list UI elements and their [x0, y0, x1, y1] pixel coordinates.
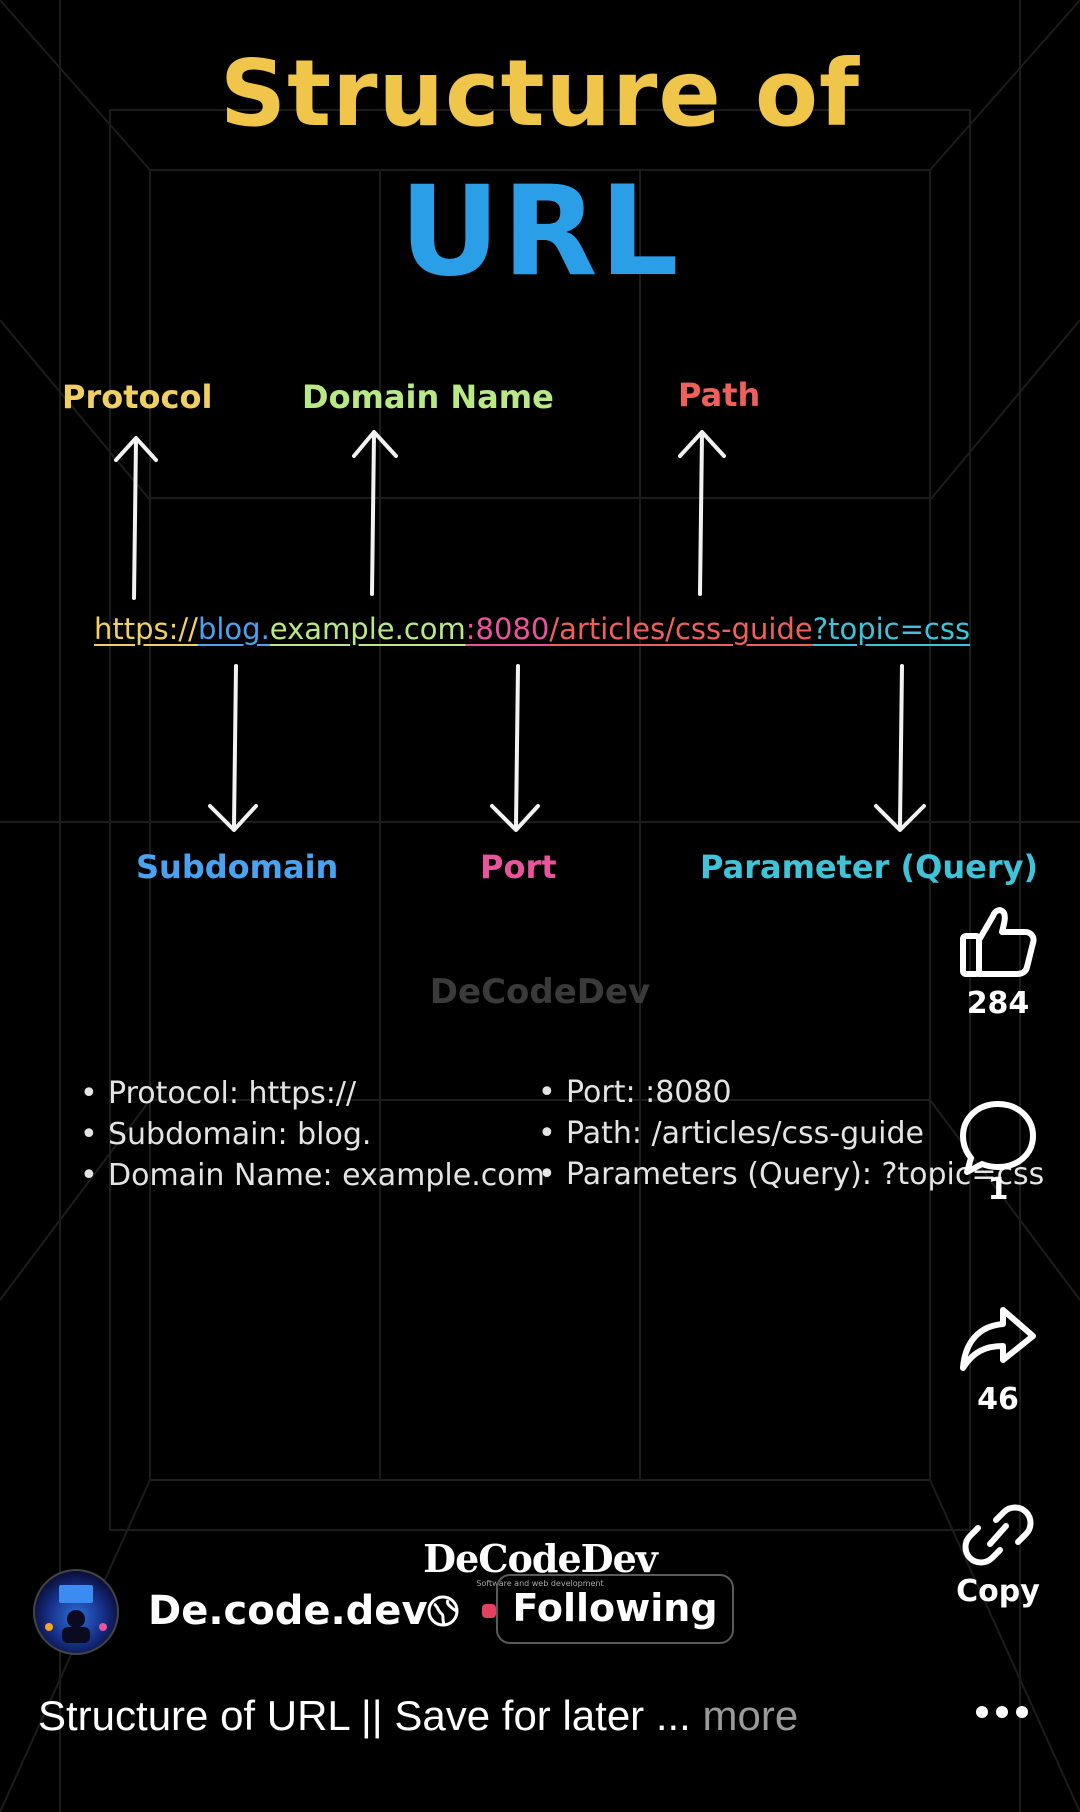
url-port: :8080: [465, 612, 550, 646]
more-dots-icon[interactable]: [974, 1704, 1030, 1720]
example-url: https://blog.example.com:8080/articles/c…: [94, 612, 970, 646]
label-protocol: Protocol: [62, 378, 213, 416]
video-title-line1: Structure of: [219, 40, 861, 147]
copy-link-button[interactable]: Copy: [938, 1500, 1058, 1609]
list-item: Port: :8080: [538, 1072, 1044, 1113]
brand-tagline: Software and web development: [476, 1579, 604, 1588]
arrow-up-protocol-icon: [114, 436, 158, 600]
url-query: ?topic=css: [812, 612, 971, 646]
bullet-list-right: Port: :8080 Path: /articles/css-guide Pa…: [538, 1072, 1044, 1195]
arrow-down-query-icon: [874, 664, 926, 832]
arrow-up-path-icon: [678, 430, 726, 596]
brand-logo: DeCodeDev: [423, 1536, 658, 1581]
url-path: /articles/css-guide: [549, 612, 813, 646]
thumbs-up-icon: [960, 907, 1037, 977]
author-username[interactable]: De.code.dev: [148, 1588, 428, 1634]
url-subdomain: blog.: [197, 612, 270, 646]
arrow-down-subdomain-icon: [208, 664, 258, 832]
label-port: Port: [480, 848, 557, 886]
like-button[interactable]: 284: [938, 900, 1058, 1021]
arrows-layer: [114, 430, 926, 832]
share-button[interactable]: 46: [938, 1302, 1058, 1417]
url-protocol: https://: [94, 612, 198, 646]
arrow-down-port-icon: [490, 664, 540, 832]
video-title-line2: URL: [399, 160, 681, 304]
list-item: Parameters (Query): ?topic=css: [538, 1154, 1044, 1195]
like-count: 284: [966, 986, 1030, 1021]
caption-text: Structure of URL || Save for later ...: [38, 1692, 703, 1739]
link-icon: [962, 1504, 1034, 1566]
globe-icon: [427, 1595, 459, 1627]
comment-bubble-icon: [960, 1101, 1036, 1175]
arrow-up-domain-icon: [352, 430, 398, 596]
list-item: Protocol: https://: [80, 1073, 545, 1114]
instagram-icon: [482, 1604, 496, 1618]
avatar-image: [45, 1585, 107, 1643]
following-button[interactable]: Following: [496, 1574, 734, 1644]
caption[interactable]: Structure of URL || Save for later ... m…: [38, 1692, 798, 1740]
comment-button[interactable]: 1: [938, 1098, 1058, 1207]
avatar[interactable]: [33, 1569, 119, 1655]
list-item: Subdomain: blog.: [80, 1114, 545, 1155]
copy-label: Copy: [956, 1574, 1040, 1609]
share-arrow-icon: [960, 1307, 1036, 1371]
watermark: DeCodeDev: [429, 972, 651, 1012]
bullet-list-left: Protocol: https:// Subdomain: blog. Doma…: [80, 1073, 545, 1196]
label-domain-name: Domain Name: [302, 378, 554, 416]
list-item: Path: /articles/css-guide: [538, 1113, 1044, 1154]
label-parameter-query: Parameter (Query): [700, 848, 1039, 886]
caption-more-link[interactable]: more: [702, 1692, 799, 1739]
share-count: 46: [977, 1382, 1019, 1417]
comment-count: 1: [987, 1172, 1009, 1207]
label-subdomain: Subdomain: [136, 848, 339, 886]
list-item: Domain Name: example.com: [80, 1155, 545, 1196]
url-domain: example.com: [269, 612, 466, 646]
label-path: Path: [678, 376, 761, 414]
